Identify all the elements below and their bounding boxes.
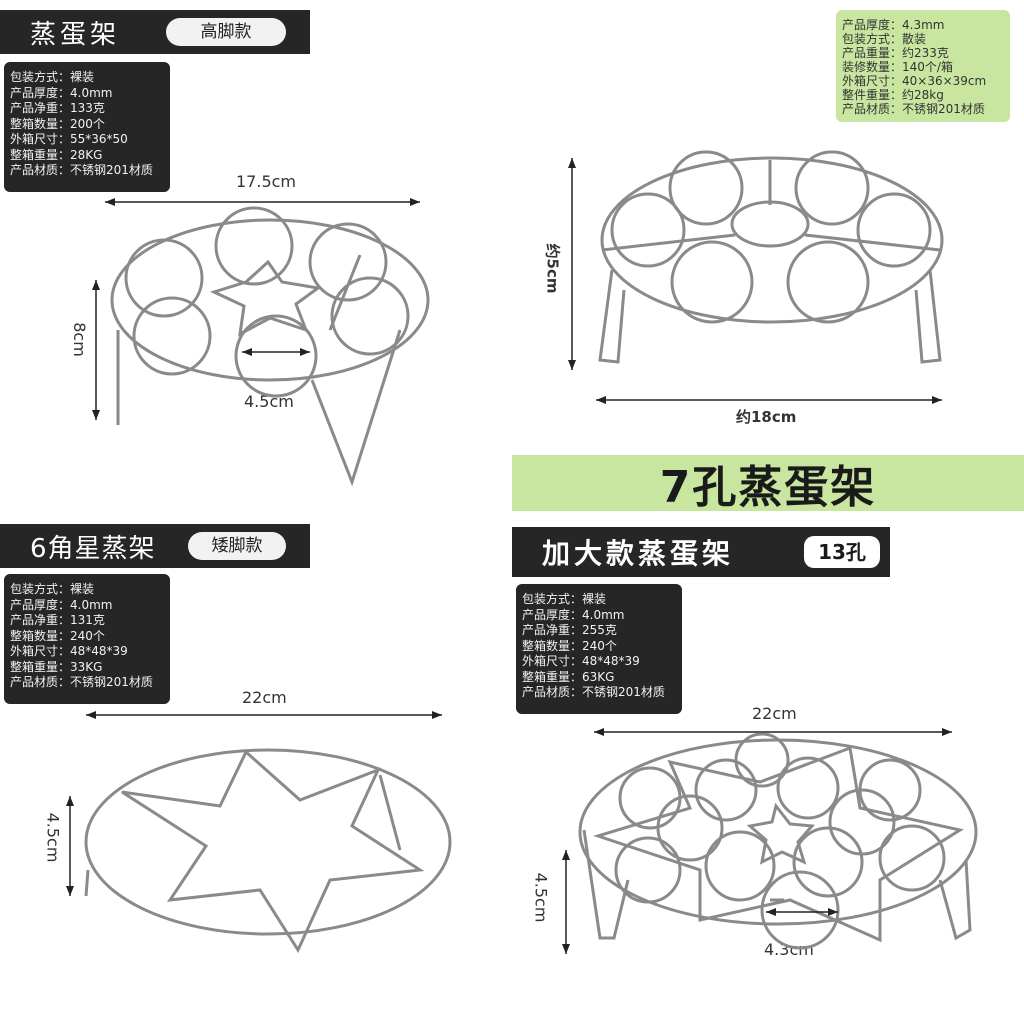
spec-line: 产品厚度：4.0mm — [10, 597, 113, 612]
spec-line: 整箱重量：28KG — [10, 147, 103, 162]
spec-line: 产品材质：不锈钢201材质 — [842, 102, 985, 116]
q1-width-label: 17.5cm — [236, 172, 297, 191]
spec-line: 外箱尺寸：48*48*39 — [10, 644, 128, 658]
spec-line: 整箱数量：240个 — [522, 638, 617, 653]
q4-width-label: 22cm — [752, 704, 797, 723]
spec-line: 包装方式：裸装 — [10, 582, 95, 596]
q4-hole-label: 4.3cm — [764, 940, 814, 959]
spec-line: 产品材质：不锈钢201材质 — [10, 675, 153, 689]
spec-line: 整箱重量：33KG — [10, 659, 103, 674]
spec-line: 包装方式：裸装 — [10, 70, 95, 84]
spec-line: 整件重量：约28kg — [842, 88, 944, 102]
spec-line: 产品厚度：4.0mm — [522, 607, 625, 622]
q3-header: 6角星蒸架 矮脚款 — [0, 524, 310, 568]
q1-header: 蒸蛋架 高脚款 — [0, 10, 310, 54]
q2-width-label: 约18cm — [736, 408, 797, 426]
spec-line: 整箱重量：63KG — [522, 669, 615, 684]
spec-line: 外箱尺寸：40×36×39cm — [842, 74, 987, 88]
q3-pill: 矮脚款 — [188, 532, 286, 560]
spec-line: 整箱数量：200个 — [10, 116, 105, 131]
spec-line: 产品净重：255克 — [522, 623, 617, 637]
spec-line: 产品材质：不锈钢201材质 — [522, 685, 665, 699]
spec-line: 包装方式：散装 — [842, 32, 927, 46]
spec-line: 外箱尺寸：55*36*50 — [10, 132, 128, 146]
q4-spec-box: 包装方式：裸装 产品厚度：4.0mm 产品净重：255克 整箱数量：240个 外… — [516, 584, 682, 714]
q4-title: 加大款蒸蛋架 — [542, 537, 735, 570]
q1-pill: 高脚款 — [166, 18, 286, 46]
spec-line: 产品净重：133克 — [10, 101, 105, 115]
q3-spec-box: 包装方式：裸装 产品厚度：4.0mm 产品净重：131克 整箱数量：240个 外… — [4, 574, 170, 704]
q3-width-label: 22cm — [242, 688, 287, 707]
spec-line: 整箱数量：240个 — [10, 628, 105, 643]
spec-line: 产品重量：约233克 — [842, 46, 949, 60]
q2-banner: 7孔蒸蛋架 — [512, 455, 1024, 513]
spec-line: 产品厚度：4.0mm — [10, 85, 113, 100]
spec-line: 装修数量：140个/箱 — [842, 60, 953, 74]
q4-badge: 13孔 — [804, 536, 880, 568]
q1-title: 蒸蛋架 — [30, 19, 121, 50]
spec-line: 产品材质：不锈钢201材质 — [10, 163, 153, 177]
q2-spec-box: 产品厚度：4.3mm 包装方式：散装 产品重量：约233克 装修数量：140个/… — [836, 10, 1010, 122]
q3-title: 6角星蒸架 — [30, 533, 156, 564]
spec-line: 外箱尺寸：48*48*39 — [522, 654, 640, 668]
spec-line: 包装方式：裸装 — [522, 592, 607, 606]
spec-line: 产品厚度：4.3mm — [842, 18, 945, 32]
spec-line: 产品净重：131克 — [10, 613, 105, 627]
q1-spec-box: 包装方式：裸装 产品厚度：4.0mm 产品净重：133克 整箱数量：200个 外… — [4, 62, 170, 192]
q4-header: 加大款蒸蛋架 13孔 — [512, 527, 890, 577]
